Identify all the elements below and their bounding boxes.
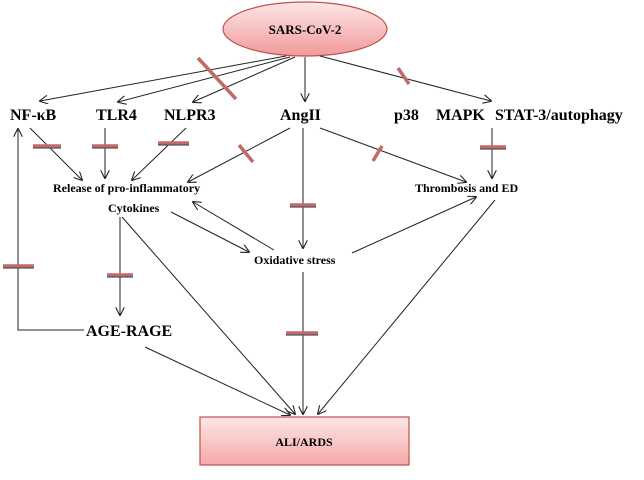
node-ali-ards: ALI/ARDS [199,416,410,466]
node-ang-ii: AngII [280,107,321,124]
node-oxidative-stress: Oxidative stress [254,253,336,267]
edge-age-rage-to-nfkb [18,129,84,331]
edge-nfkb-to-cytokines [29,127,82,180]
edge-thrombosis-to-ali [318,199,496,414]
edge-age-rage-to-ali [144,346,290,415]
inhibition-mark-angii-right [371,145,384,162]
edge-oxidative-to-thrombosis [351,197,476,254]
edge-sars-to-nfkb [40,55,287,101]
edge-angii-to-thrombosis [319,127,466,182]
edges-to-ali-ards [121,199,496,415]
edge-sars-to-tlr4 [118,56,291,102]
edge-cytokines-to-oxidative [170,211,249,252]
node-release-line1: Release of pro-inflammatory [53,181,200,195]
node-thrombosis-ed: Thrombosis and ED [415,181,518,195]
edge-cytokines-to-ali [121,216,295,414]
node-stat3-autophagy: STAT-3/autophagy [495,107,623,124]
edges-from-sars [40,55,491,102]
edge-oxidative-to-cytokines [193,202,275,251]
node-nlpr3: NLPR3 [164,107,216,124]
node-tlr4: TLR4 [96,107,137,124]
edges-to-cytokines [29,127,291,182]
ali-ards-box [199,416,410,466]
edge-nlpr3-to-cytokines [132,127,187,180]
inhibition-mark-sars-left [196,56,238,101]
node-p38: p38 [394,107,419,124]
ali-ards-label: ALI/ARDS [275,435,333,449]
sars-cov-2-label: SARS-CoV-2 [269,22,342,37]
edge-sars-to-nlpr3 [193,56,296,102]
sars-cov-2-ellipse [222,1,388,57]
node-release-line2: Cytokines [108,201,160,215]
inhibition-mark-angii-left [237,143,255,164]
node-nf-kb: NF-κB [10,107,57,124]
inhibition-mark-sars-mapk [396,67,411,85]
node-age-rage: AGE-RAGE [86,323,172,340]
node-mapk: MAPK [436,107,485,124]
node-sars-cov-2: SARS-CoV-2 [222,1,388,57]
edge-angii-to-cytokines [188,127,291,182]
